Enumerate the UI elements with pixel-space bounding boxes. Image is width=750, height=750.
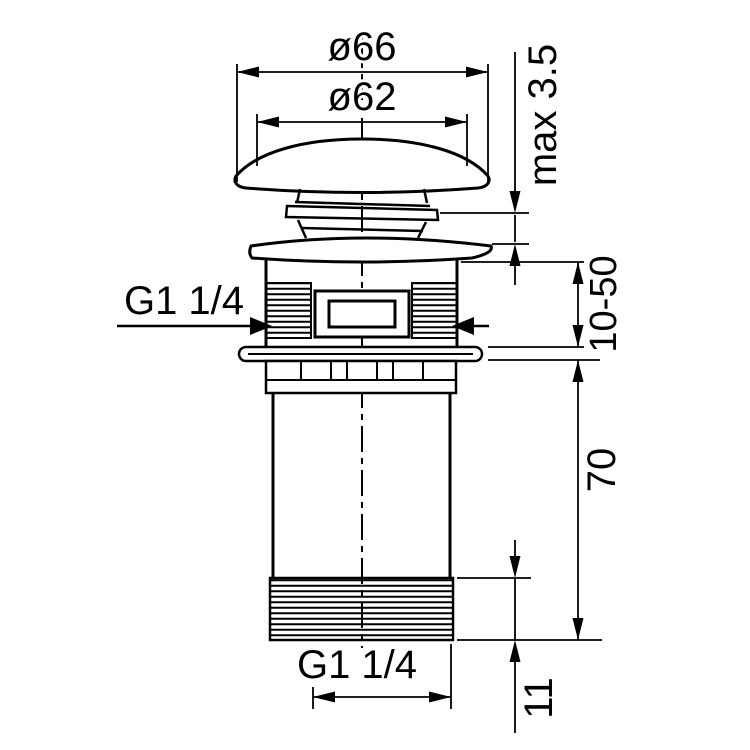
threaded-body [264,259,459,347]
dim-text-body-length: 70 [580,448,624,493]
dim-text-max-gap: max 3.5 [521,44,565,186]
dim-text-cap-outer: ø66 [328,25,397,69]
valve-cap [233,137,491,194]
label-text-side-thread: G1 1/4 [124,279,244,323]
dim-clamping-range: 10-50 [461,252,628,356]
dim-cap-inner: ø62 [256,72,468,166]
dim-text-clamping-range: 10-50 [583,255,625,352]
label-text-bottom-thread: G1 1/4 [297,643,417,687]
body-window-inner [327,299,397,329]
valve-stem [284,188,440,239]
label-side-thread: G1 1/4 [117,276,489,335]
dim-text-bottom-thread-length: 11 [517,677,561,719]
thread-zone-left [265,282,312,339]
locknut [237,345,484,395]
thread-zone-right [411,282,458,339]
top-flange [248,236,493,264]
dim-max-gap: max 3.5 [440,41,568,285]
bottom-thread [268,576,455,642]
dim-text-cap-inner: ø62 [328,75,397,119]
dim-cap-outer: ø66 [236,22,489,182]
dim-bottom-thread-spec: G1 1/4 [294,640,452,709]
tailpipe [271,393,452,578]
dim-body-length: 70 [457,359,627,641]
dim-bottom-thread-length: 11 [457,540,564,733]
